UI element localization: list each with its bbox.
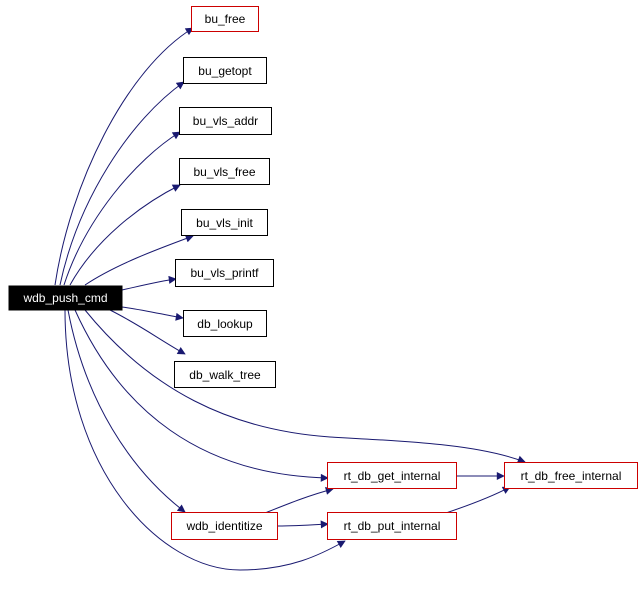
node-wdb-push-cmd[interactable]: wdb_push_cmd [8, 285, 123, 311]
node-label: rt_db_get_internal [344, 469, 441, 483]
node-label: bu_vls_free [193, 165, 255, 179]
edge-to-bu-getopt [59, 81, 185, 286]
node-bu-vls-addr[interactable]: bu_vls_addr [179, 107, 272, 135]
node-label: wdb_identitize [185, 519, 262, 533]
node-bu-vls-free[interactable]: bu_vls_free [179, 158, 270, 185]
node-label: rt_db_put_internal [344, 519, 441, 533]
node-rt-db-free-internal[interactable]: rt_db_free_internal [504, 462, 638, 489]
edge-to-bu-free [54, 27, 194, 286]
edge-to-rt-db-put-internal [64, 309, 346, 571]
edge-to-bu-vls-addr [63, 131, 181, 286]
node-db-lookup[interactable]: db_lookup [183, 310, 267, 337]
node-label: rt_db_free_internal [521, 469, 622, 483]
node-label: bu_vls_addr [193, 114, 258, 128]
edge-identitize-to-get [264, 486, 334, 514]
node-rt-db-get-internal[interactable]: rt_db_get_internal [327, 462, 457, 489]
node-bu-vls-printf[interactable]: bu_vls_printf [175, 259, 274, 287]
node-bu-free[interactable]: bu_free [191, 6, 259, 32]
node-label: db_walk_tree [189, 368, 261, 382]
node-label: bu_getopt [198, 64, 252, 78]
node-label: wdb_push_cmd [22, 291, 107, 305]
edge-to-db-walk-tree [109, 309, 186, 355]
node-label: bu_vls_printf [190, 266, 259, 280]
edge-to-bu-vls-free [69, 184, 181, 286]
edge-put-to-free [439, 486, 511, 516]
edge-to-rt-db-get-internal [74, 309, 329, 482]
node-label: bu_vls_init [196, 216, 253, 230]
node-wdb-identitize[interactable]: wdb_identitize [171, 512, 278, 540]
node-db-walk-tree[interactable]: db_walk_tree [174, 361, 276, 388]
edge-to-bu-vls-init [84, 234, 194, 286]
edge-to-wdb-identitize [67, 309, 186, 513]
edge-to-rt-db-free-internal [84, 309, 526, 464]
node-label: bu_free [205, 12, 246, 26]
node-bu-vls-init[interactable]: bu_vls_init [181, 209, 268, 236]
node-bu-getopt[interactable]: bu_getopt [183, 57, 267, 84]
node-label: db_lookup [197, 317, 253, 331]
edge-to-db-lookup [121, 306, 184, 321]
edge-to-bu-vls-printf [121, 275, 177, 291]
edge-identitize-to-put [277, 520, 329, 529]
node-rt-db-put-internal[interactable]: rt_db_put_internal [327, 512, 457, 540]
